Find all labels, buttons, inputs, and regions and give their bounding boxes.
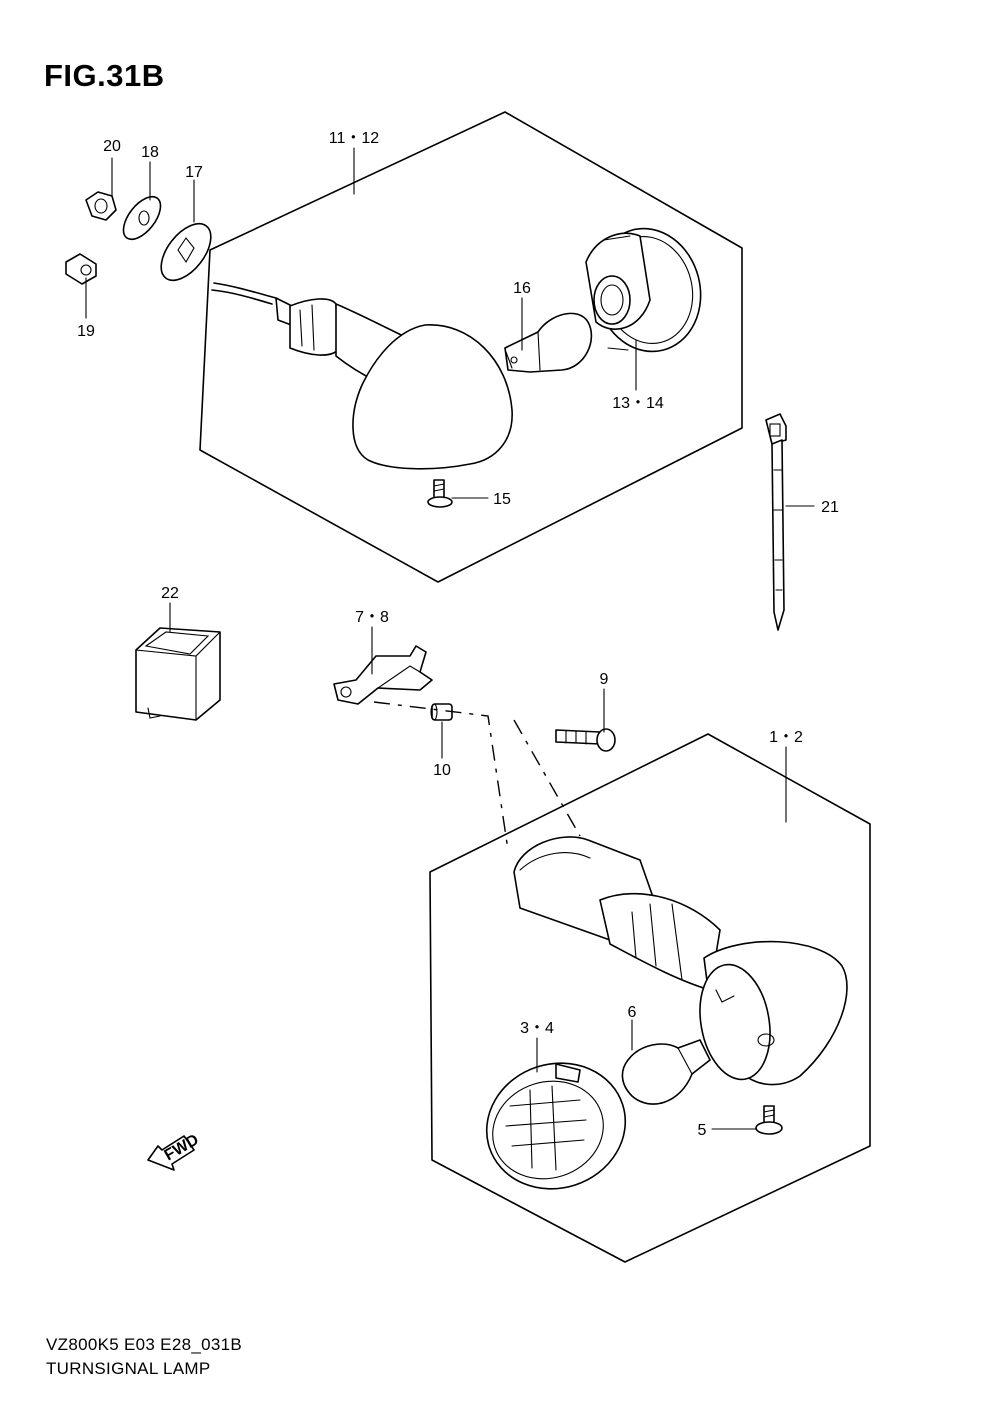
callout-22: 22	[161, 585, 179, 602]
grommet	[65, 253, 97, 285]
callout-18: 18	[141, 144, 159, 161]
mount-bolt	[555, 728, 616, 752]
callout-19: 19	[77, 323, 95, 340]
cable-tie	[765, 413, 787, 631]
front-signal-bulb	[621, 1039, 711, 1105]
callout-1-2: 1・2	[769, 729, 803, 746]
forward-direction-badge: FWD	[147, 1131, 202, 1171]
relay	[135, 627, 221, 721]
group-box-rear-signal	[199, 111, 743, 583]
callout-15: 15	[493, 491, 511, 508]
callout-11-12: 11・12	[329, 130, 380, 147]
assembly-guide-2	[513, 719, 581, 837]
washer-17	[160, 222, 212, 282]
washer-18	[122, 195, 162, 241]
callout-3-4: 3・4	[520, 1020, 554, 1037]
callout-21: 21	[821, 499, 839, 516]
callout-16: 16	[513, 280, 531, 297]
assembly-guide-1	[373, 701, 509, 851]
collar	[430, 703, 453, 721]
callout-13-14: 13・14	[612, 395, 664, 412]
rear-signal-lens	[585, 227, 702, 353]
group-box-front-signal	[429, 733, 871, 1263]
callout-10: 10	[433, 762, 451, 779]
rear-lens-screw	[427, 479, 453, 508]
callout-17: 17	[185, 164, 203, 181]
rear-signal-bulb	[504, 312, 593, 373]
figure-title: FIG.31B	[44, 58, 165, 93]
front-signal-housing	[513, 836, 848, 1086]
front-signal-lens	[485, 1062, 627, 1190]
rear-signal-lamp	[211, 282, 513, 470]
callout-7-8: 7・8	[355, 609, 389, 626]
callout-9: 9	[600, 671, 609, 688]
nut	[85, 191, 117, 221]
diagram-code: VZ800K5 E03 E28_031B	[46, 1335, 242, 1354]
front-lens-screw	[755, 1105, 783, 1135]
callout-5: 5	[698, 1122, 707, 1139]
diagram-caption: TURNSIGNAL LAMP	[46, 1359, 211, 1378]
mount-bracket	[333, 645, 433, 705]
callout-20: 20	[103, 138, 121, 155]
callout-6: 6	[628, 1004, 637, 1021]
fwd-label: FWD	[162, 1131, 202, 1164]
